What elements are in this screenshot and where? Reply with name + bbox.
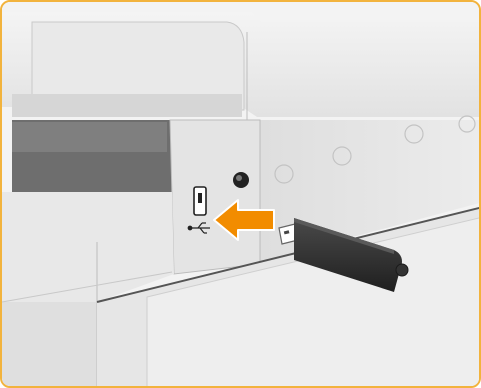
port-button-highlight — [236, 175, 242, 181]
usb-port-contacts — [198, 193, 202, 203]
lower-left-panel — [2, 302, 97, 388]
usb-port-panel — [170, 120, 260, 274]
lid-edge — [12, 94, 242, 117]
tray-recess-highlight — [12, 122, 167, 152]
